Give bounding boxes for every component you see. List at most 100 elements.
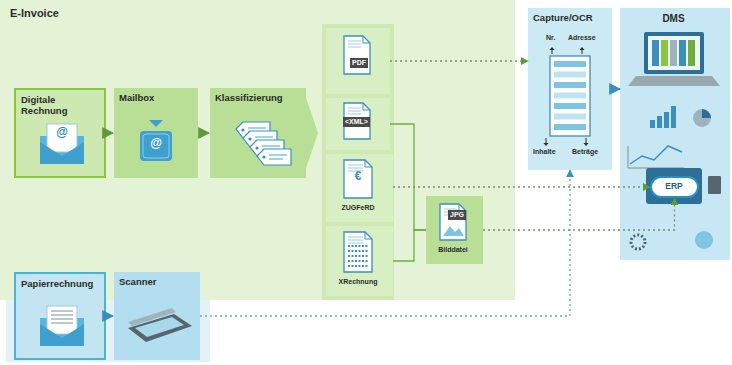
tag-line (269, 154, 287, 156)
connector (107, 132, 113, 134)
format-box: PDF (326, 28, 390, 94)
tag-line (255, 140, 269, 142)
line-chart (630, 146, 682, 164)
pointer-head (580, 47, 585, 50)
letter-line (51, 315, 73, 316)
connector (390, 60, 528, 61)
document-line (348, 237, 363, 238)
letter-line (51, 311, 73, 312)
binder-icon (670, 40, 677, 66)
pie-slice (702, 109, 711, 118)
document-icon (344, 103, 370, 139)
node-text: Inhalte (533, 148, 556, 156)
tag-line (269, 158, 283, 160)
connector (483, 198, 675, 230)
format-box: JPG Bilddatei (426, 196, 483, 264)
form-field (554, 124, 586, 130)
document-icon (440, 204, 466, 240)
pointer-head (584, 143, 589, 146)
bar-chart (650, 120, 655, 128)
node-illustration (528, 8, 612, 170)
envelope-front (40, 324, 84, 346)
calculator-icon (708, 176, 721, 194)
document-line (348, 168, 363, 169)
node-illustration (426, 196, 480, 264)
tag-hole (255, 146, 258, 149)
mailbox-slot (143, 134, 169, 158)
letter-line (51, 319, 73, 320)
form-field (554, 114, 586, 120)
scanner-body (128, 314, 192, 342)
down-triangle (149, 120, 163, 127)
document-icon (344, 160, 372, 198)
node-label: DMS (620, 13, 727, 25)
scanner-glass (135, 317, 184, 337)
letter-line (51, 323, 73, 324)
binary-row (348, 265, 368, 267)
form-field (554, 93, 586, 99)
node-illustration (326, 226, 390, 296)
document-icon (344, 36, 370, 74)
document-line (348, 111, 361, 112)
document-fold (363, 36, 370, 43)
monitor-icon (646, 168, 702, 204)
pointer-line (586, 138, 587, 143)
node-label: Capture/OCR (533, 13, 609, 24)
envelope-back (40, 136, 84, 164)
envelope-front (40, 142, 84, 164)
laptop-display (648, 36, 700, 70)
connector (390, 124, 426, 230)
node-label: Digitale Rechnung (21, 95, 101, 117)
handshake-icon (695, 231, 713, 249)
connector (612, 88, 620, 90)
image-mountain (443, 226, 464, 236)
process-box: Papierrechnung (14, 272, 106, 360)
node-text: Bilddatei (426, 246, 480, 254)
tag-hole (262, 155, 265, 158)
format-box: <XML> (326, 98, 390, 150)
chart-axis (628, 146, 684, 168)
tag-line (262, 149, 276, 151)
tag-icon (257, 149, 291, 165)
document-fold (365, 160, 372, 167)
document-line (348, 44, 361, 45)
binder-icon (679, 40, 686, 66)
system-panel: DMS ERP (620, 8, 730, 260)
node-label: Scanner (119, 277, 195, 288)
connector (107, 315, 113, 317)
laptop-base (628, 76, 720, 86)
node-text: @ (53, 126, 71, 140)
bar-chart (671, 106, 676, 128)
document-icon (344, 232, 372, 272)
gear-icon (631, 235, 645, 249)
pointer-line (546, 138, 547, 143)
node-text: @ (147, 137, 165, 151)
pointer-head (550, 47, 555, 50)
node-label: E-Invoice (10, 7, 59, 20)
connector (393, 186, 650, 187)
node-label: ERP (652, 182, 696, 192)
binary-row (348, 255, 368, 257)
form-icon (550, 56, 590, 136)
region-panel: E-InvoiceDigitale Rechnung @ Mailbox @ Klass… (0, 0, 515, 300)
chevron (306, 98, 318, 168)
process-box: Digitale Rechnung @ (14, 88, 106, 178)
bar-chart (657, 116, 662, 128)
node-label: Papierrechnung (21, 279, 101, 290)
node-label: Klassifizierung (215, 93, 301, 104)
pointer-line (552, 50, 553, 54)
format-tag: JPG (448, 210, 466, 220)
document-fold (363, 103, 370, 110)
node-label: XRechnung (326, 278, 390, 286)
document-line (348, 165, 363, 166)
process-box: Scanner (114, 272, 200, 360)
binder-icon (652, 40, 659, 66)
document-line (348, 47, 361, 48)
node-text: ZUGFeRD (326, 204, 390, 212)
node-illustration (620, 8, 727, 260)
form-field (554, 103, 586, 109)
node-label: Mailbox (119, 93, 193, 104)
node-text: Beträge (572, 148, 598, 156)
tag-line (248, 127, 266, 129)
